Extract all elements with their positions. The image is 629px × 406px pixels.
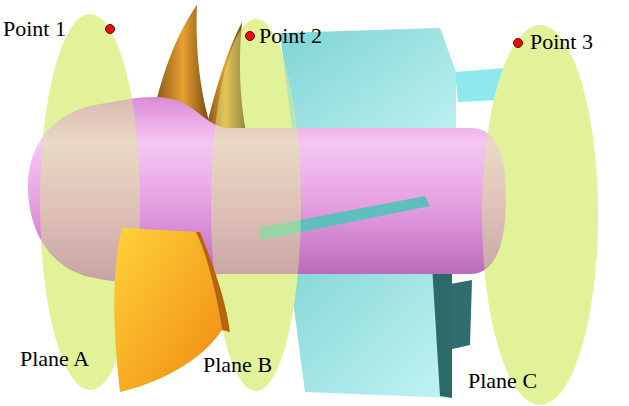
plane-label: Plane C [468, 370, 537, 392]
point-label: Point 1 [3, 18, 66, 40]
plane-label: Plane A [20, 348, 89, 370]
probe-point [106, 25, 115, 34]
probe-point [246, 32, 255, 41]
point-label: Point 3 [530, 31, 593, 53]
plane-disc [482, 25, 598, 405]
plane-disc-front [482, 25, 598, 405]
plane-label: Plane B [203, 354, 272, 376]
plane-disc [211, 19, 301, 391]
probe-point [514, 39, 523, 48]
plane-disc-front [211, 19, 301, 391]
blade-edge [196, 232, 230, 332]
point-label: Point 2 [259, 25, 322, 47]
